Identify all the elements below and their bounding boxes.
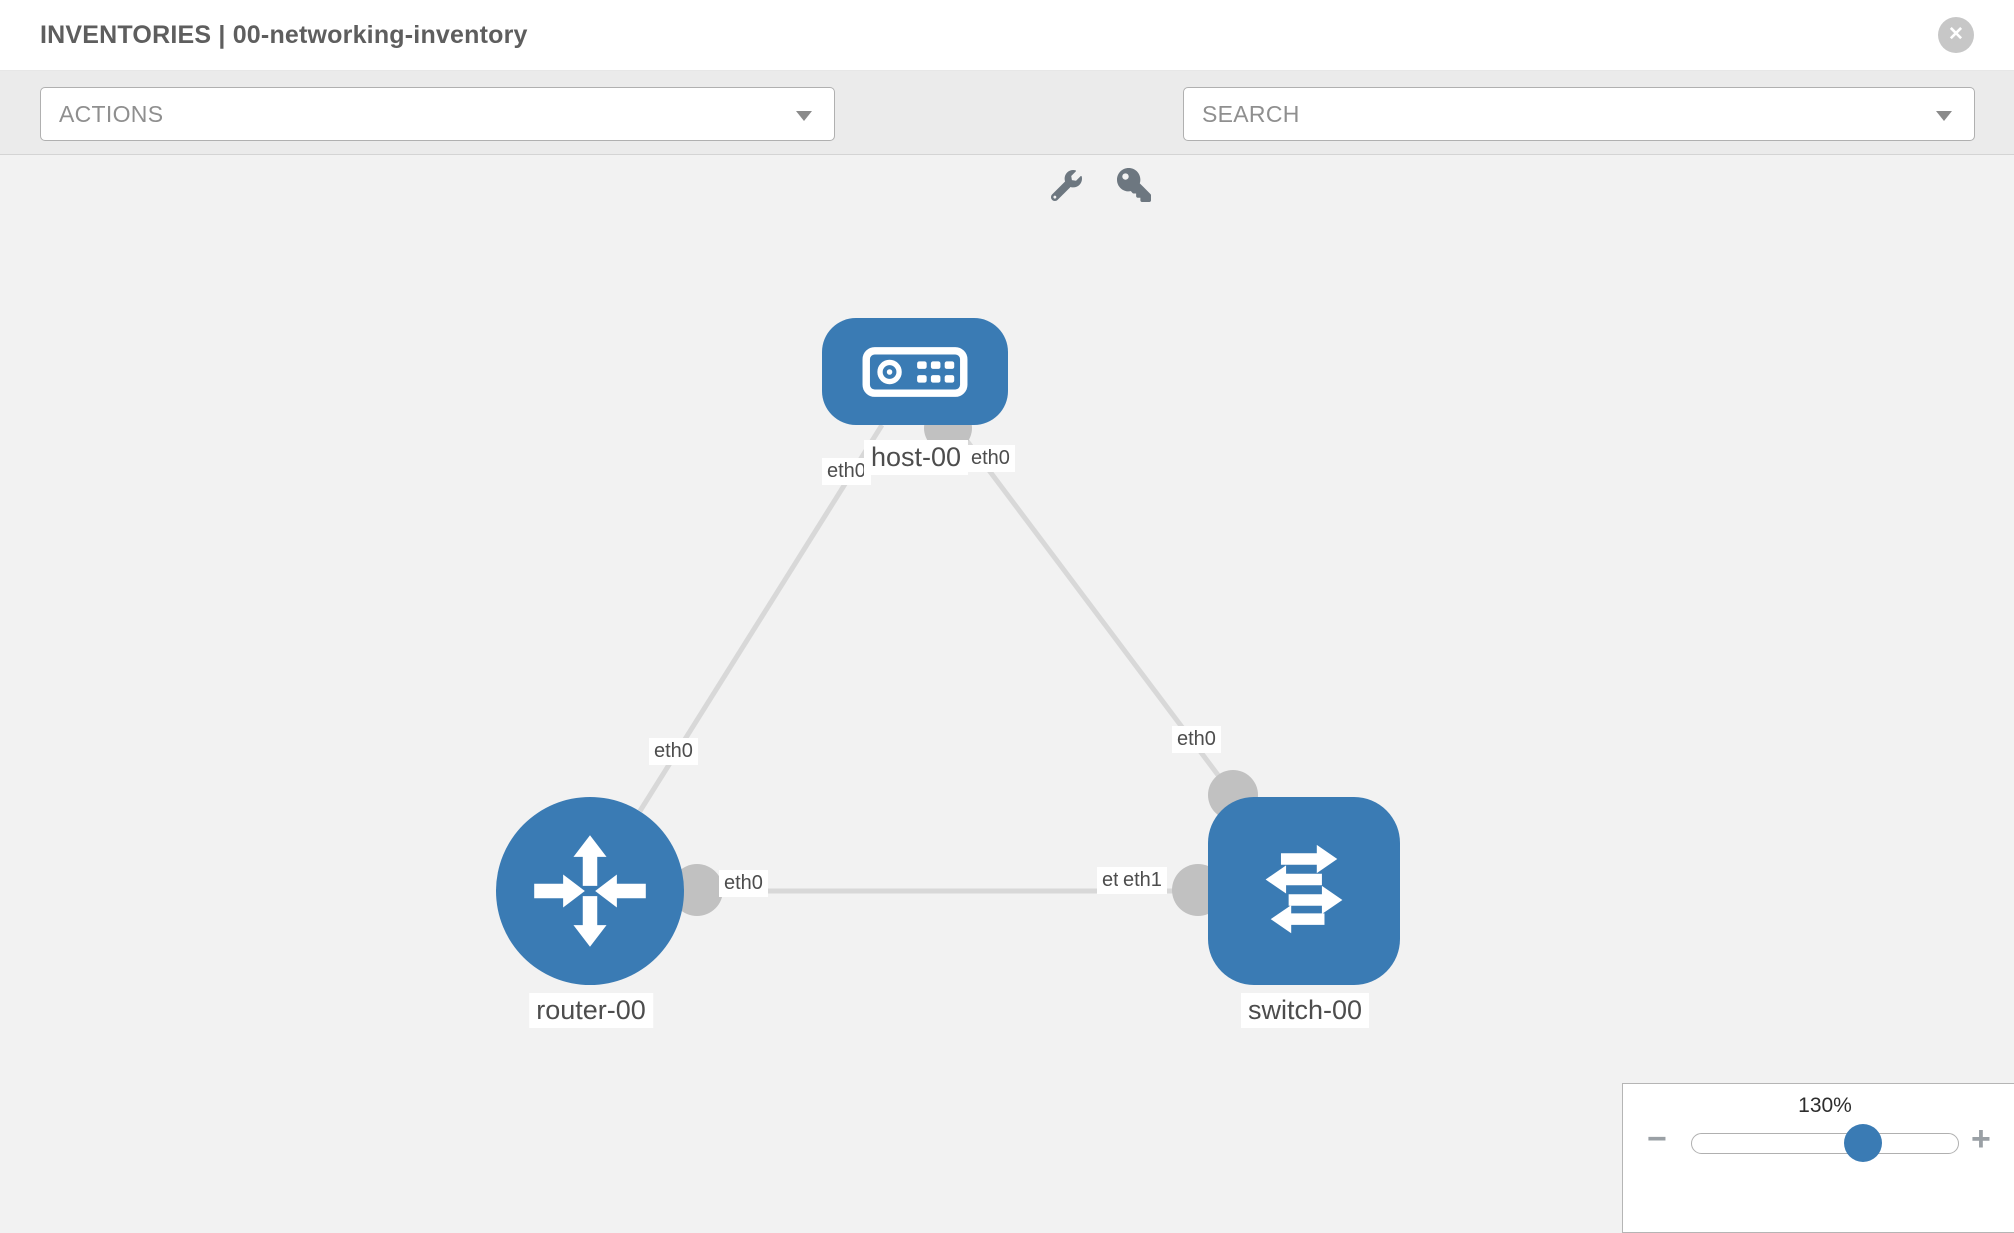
interface-label: eth1 bbox=[1118, 867, 1167, 894]
zoom-slider-handle[interactable] bbox=[1844, 1124, 1882, 1162]
node-label-host: host-00 bbox=[863, 440, 969, 475]
interface-label: eth0 bbox=[649, 738, 698, 765]
chevron-down-icon bbox=[796, 111, 812, 121]
chevron-down-icon bbox=[1936, 111, 1952, 121]
interface-label: eth0 bbox=[966, 445, 1015, 472]
interface-label: eth0 bbox=[719, 870, 768, 897]
interface-port-router bbox=[671, 864, 723, 916]
actions-dropdown-label: ACTIONS bbox=[59, 101, 164, 127]
zoom-slider-track[interactable] bbox=[1691, 1133, 1959, 1154]
node-switch-00[interactable] bbox=[1208, 797, 1400, 985]
router-icon bbox=[534, 835, 646, 947]
topology-edges-layer bbox=[637, 404, 1258, 916]
topology-canvas[interactable]: host-00 router-00 switch-00 eth0 eth0 et… bbox=[0, 155, 2014, 1200]
switch-icon bbox=[1265, 844, 1343, 934]
interface-label: eth0 bbox=[1172, 726, 1221, 753]
host-icon bbox=[862, 346, 968, 397]
node-label-switch: switch-00 bbox=[1240, 993, 1370, 1028]
node-label-router: router-00 bbox=[529, 993, 653, 1028]
page-title: INVENTORIES | 00-networking-inventory bbox=[40, 21, 528, 49]
zoom-control-panel: 130% − + bbox=[1622, 1083, 2014, 1233]
zoom-level: 130% bbox=[1798, 1094, 1852, 1117]
search-dropdown-label: SEARCH bbox=[1202, 101, 1300, 127]
page-header: INVENTORIES | 00-networking-inventory ✕ bbox=[0, 0, 2014, 71]
interface-label: eth0 bbox=[822, 458, 871, 485]
wrench-icon[interactable] bbox=[1050, 170, 1082, 202]
key-icon[interactable] bbox=[1117, 168, 1151, 202]
actions-dropdown[interactable]: ACTIONS bbox=[40, 87, 835, 141]
zoom-in-button[interactable]: + bbox=[1971, 1120, 1991, 1158]
toolbar: ACTIONS SEARCH bbox=[0, 71, 2014, 202]
search-dropdown[interactable]: SEARCH bbox=[1183, 87, 1975, 141]
close-icon[interactable]: ✕ bbox=[1938, 17, 1974, 53]
node-router-00[interactable] bbox=[496, 797, 684, 985]
zoom-out-button[interactable]: − bbox=[1647, 1120, 1667, 1158]
node-host-00[interactable] bbox=[822, 318, 1008, 425]
